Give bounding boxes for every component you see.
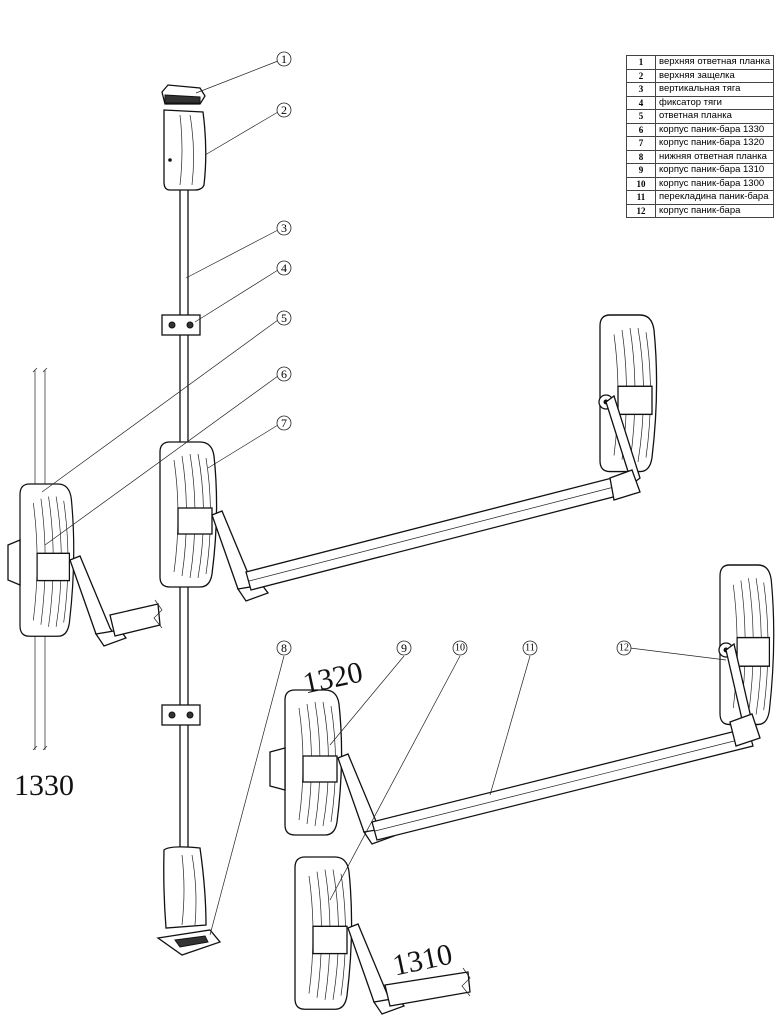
legend-text: нижняя ответная планка	[654, 149, 775, 164]
panic-bar-1320	[159, 314, 658, 602]
bottom-latch	[163, 846, 207, 929]
top-latch	[163, 109, 207, 191]
rod-clip-upper	[161, 314, 201, 336]
legend-text: вертикальная тяга	[654, 82, 775, 97]
legend-number: 10	[626, 176, 656, 191]
callout-8: 8	[276, 640, 292, 656]
legend-text: верхняя защелка	[654, 68, 775, 83]
svg-text:8: 8	[281, 641, 287, 655]
svg-text:9: 9	[401, 641, 407, 655]
svg-text:6: 6	[281, 367, 287, 381]
callout-7: 7	[276, 415, 292, 431]
panic-bar-1300	[294, 856, 471, 1015]
callout-12: 12	[616, 640, 632, 656]
legend-text: ответная планка	[654, 109, 775, 124]
callout-1: 1	[276, 51, 292, 67]
callout-5: 5	[276, 310, 292, 326]
legend-number: 1	[626, 55, 656, 70]
legend-text: корпус паник-бара 1310	[654, 163, 775, 178]
panic-bar-1310	[269, 564, 775, 845]
svg-text:5: 5	[281, 311, 287, 325]
legend-number: 7	[626, 136, 656, 151]
callout-9: 9	[396, 640, 412, 656]
legend-text: корпус паник-бара 1330	[654, 122, 775, 137]
side-strike-1310	[269, 747, 286, 791]
rod-clip-lower	[161, 704, 201, 726]
callout-4: 4	[276, 260, 292, 276]
legend-number: 11	[626, 190, 656, 205]
callout-11: 11	[522, 640, 538, 656]
legend-text: корпус паник-бара 1320	[654, 136, 775, 151]
legend-number: 4	[626, 95, 656, 110]
legend-text: фиксатор тяги	[654, 95, 775, 110]
leader-lines	[41, 60, 727, 936]
svg-text:1: 1	[281, 52, 287, 66]
svg-text:2: 2	[281, 103, 287, 117]
svg-text:3: 3	[281, 221, 287, 235]
callout-3: 3	[276, 220, 292, 236]
panic-bar-1330	[7, 367, 163, 751]
legend-number: 5	[626, 109, 656, 124]
svg-text:7: 7	[281, 416, 287, 430]
legend-text: перекладина паник-бара	[654, 190, 775, 205]
svg-text:10: 10	[455, 643, 465, 654]
callout-10: 10	[452, 640, 468, 656]
svg-text:11: 11	[525, 643, 535, 654]
model-label-1320: 1320	[300, 656, 366, 701]
callout-2: 2	[276, 102, 292, 118]
model-label-1330: 1330	[14, 769, 74, 802]
legend-number: 12	[626, 203, 656, 218]
legend-text: корпус паник-бара	[654, 203, 775, 218]
legend-number: 8	[626, 149, 656, 164]
side-strike-1330	[7, 539, 21, 586]
legend-number: 6	[626, 122, 656, 137]
callouts: 1 2 3 4 5 6 7 8 9 10 11 12	[276, 51, 632, 656]
callout-6: 6	[276, 366, 292, 382]
legend-number: 3	[626, 82, 656, 97]
legend-text: корпус паник-бара 1300	[654, 176, 775, 191]
legend-number: 9	[626, 163, 656, 178]
legend-number: 2	[626, 68, 656, 83]
svg-text:4: 4	[281, 261, 287, 275]
svg-text:12: 12	[619, 643, 629, 654]
legend-text: верхняя ответная планка	[654, 55, 775, 70]
